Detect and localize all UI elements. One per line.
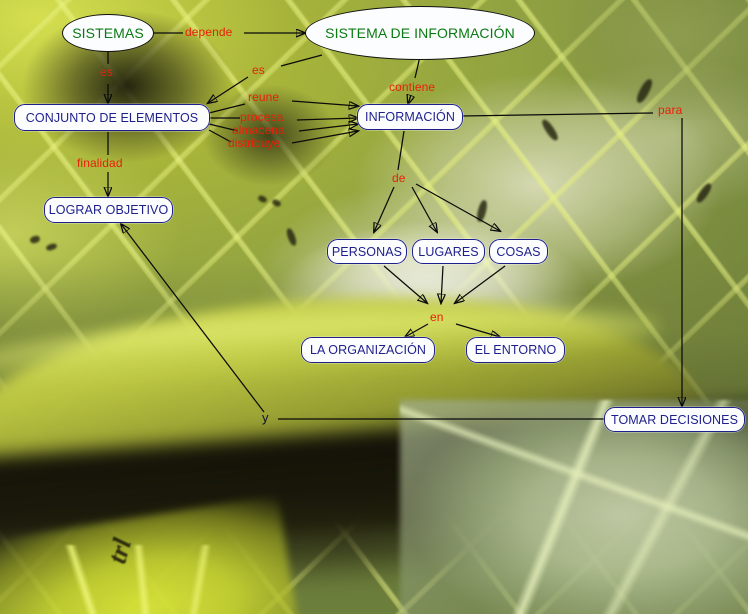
node-personas-label: PERSONAS xyxy=(331,244,403,259)
relation-label-procesa: procesa xyxy=(240,110,284,124)
node-lograr-objetivo-label: LOGRAR OBJETIVO xyxy=(48,203,169,217)
relation-label-reune: reune xyxy=(248,90,280,104)
edge-en-entorno xyxy=(455,323,500,337)
edge-almacena-b xyxy=(298,124,358,132)
edge-almacena-a xyxy=(208,123,239,132)
node-cosas[interactable]: COSAS xyxy=(489,239,548,264)
edge-distribuye-a xyxy=(208,129,232,143)
node-cosas-label: COSAS xyxy=(496,244,541,259)
node-informacion[interactable]: INFORMACIÓN xyxy=(357,104,463,130)
node-lugares-label: LUGARES xyxy=(418,244,479,259)
node-tomar-decisiones[interactable]: TOMAR DECISIONES xyxy=(604,407,745,432)
edge-procesa-b xyxy=(296,118,358,120)
edge-en-organizacion xyxy=(405,323,429,337)
node-sistemas-label: SISTEMAS xyxy=(72,25,144,41)
node-conjunto-de-elementos-label: CONJUNTO DE ELEMENTOS xyxy=(25,110,199,125)
edge-distribuye-b xyxy=(291,131,358,144)
relation-label-finalidad: finalidad xyxy=(77,156,123,170)
node-conjunto-de-elementos[interactable]: CONJUNTO DE ELEMENTOS xyxy=(14,104,210,131)
relation-label-de: de xyxy=(392,171,406,185)
relation-label-para: para xyxy=(658,103,683,117)
node-sistemas[interactable]: SISTEMAS xyxy=(62,14,154,52)
edge-para-a xyxy=(461,112,654,117)
relation-label-en: en xyxy=(430,310,444,324)
edge-de-lugares xyxy=(411,186,437,232)
edge-y-b xyxy=(121,224,265,413)
relation-label-es-sistemas: es xyxy=(100,65,113,79)
node-tomar-decisiones-label: TOMAR DECISIONES xyxy=(610,412,739,427)
node-el-entorno-label: EL ENTORNO xyxy=(474,343,557,357)
node-lugares[interactable]: LUGARES xyxy=(412,239,485,264)
background-bottom-left-seams xyxy=(10,545,300,614)
edge-contiene-b xyxy=(408,95,411,104)
node-la-organizacion[interactable]: LA ORGANIZACIÓN xyxy=(301,337,435,363)
node-el-entorno[interactable]: EL ENTORNO xyxy=(466,337,565,363)
node-personas[interactable]: PERSONAS xyxy=(327,239,407,264)
edge-reune-a xyxy=(208,103,246,114)
relation-label-contiene: contiene xyxy=(389,80,436,94)
edge-en-lugares xyxy=(441,265,443,303)
node-sistema-de-informacion-label: SISTEMA DE INFORMACIÓN xyxy=(325,25,515,41)
edge-en-cosas xyxy=(455,265,506,303)
node-la-organizacion-label: LA ORGANIZACIÓN xyxy=(309,343,427,357)
relation-label-almacena: almacena xyxy=(232,123,285,137)
node-lograr-objetivo[interactable]: LOGRAR OBJETIVO xyxy=(44,197,173,223)
edge-es-2-a xyxy=(280,54,323,67)
node-sistema-de-informacion[interactable]: SISTEMA DE INFORMACIÓN xyxy=(305,6,535,60)
edge-de-stem xyxy=(397,130,405,171)
edge-es-2-b xyxy=(208,76,249,103)
node-informacion-label: INFORMACIÓN xyxy=(365,110,455,124)
relation-label-y: y xyxy=(262,410,269,425)
edge-de-cosas xyxy=(415,183,500,231)
edge-de-personas xyxy=(374,186,395,232)
edge-reune-b xyxy=(291,100,358,106)
edge-en-personas xyxy=(383,265,427,303)
relation-label-depende: depende xyxy=(185,25,233,39)
background-lower-right-seams xyxy=(400,400,748,614)
relation-label-es-sistema-informacion: es xyxy=(252,63,265,77)
relation-label-distribuye: distribuye xyxy=(228,136,281,150)
